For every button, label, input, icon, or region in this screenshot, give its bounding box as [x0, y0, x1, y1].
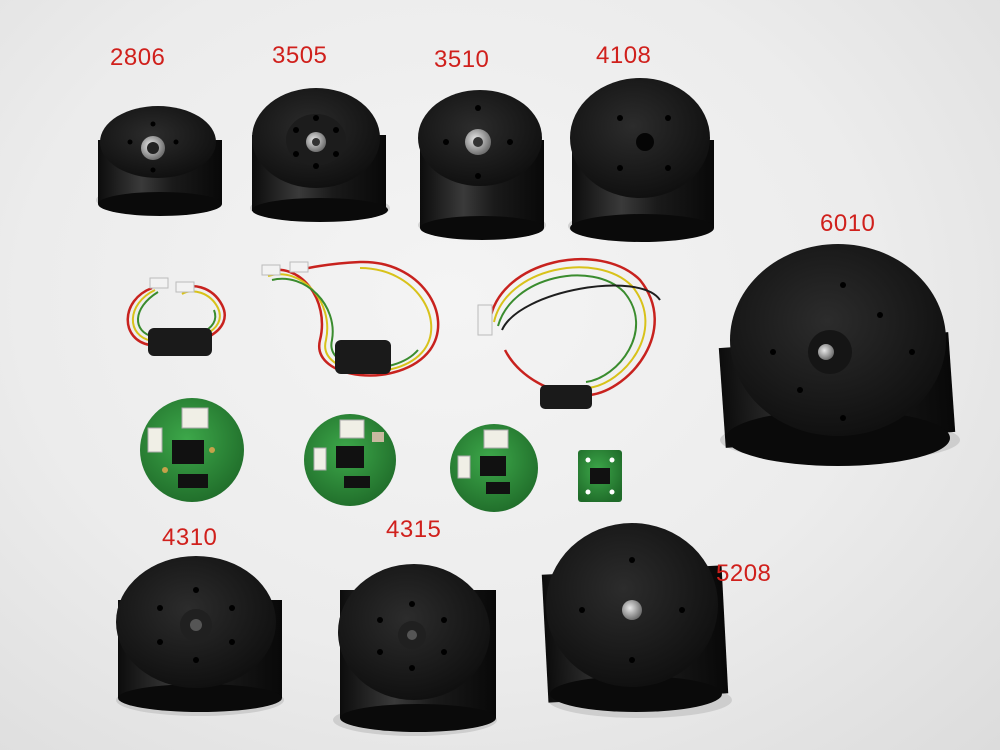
label-4108: 4108: [596, 42, 652, 69]
label-2806: 2806: [110, 44, 166, 71]
encoder-board-3: [450, 424, 538, 512]
encoder-board-small: [578, 450, 622, 502]
encoder-board-1: [140, 398, 244, 502]
label-3505: 3505: [272, 42, 328, 69]
slip-ring-small: [126, 277, 226, 356]
label-5208: 5208: [716, 560, 772, 587]
motor-4310: [116, 556, 284, 716]
motor-2806: [96, 106, 222, 216]
label-4310: 4310: [162, 524, 218, 551]
slip-ring-large: [477, 258, 661, 409]
motor-6010: [718, 244, 960, 466]
motor-4315: [333, 564, 497, 736]
motor-3510: [418, 90, 546, 240]
motor-4108: [568, 78, 714, 242]
encoder-board-2: [304, 414, 396, 506]
label-3510: 3510: [434, 46, 490, 73]
slip-ring-medium: [261, 260, 440, 377]
motor-5208: [541, 523, 732, 718]
label-6010: 6010: [820, 210, 876, 237]
label-4315: 4315: [386, 516, 442, 543]
motor-3505: [250, 88, 390, 222]
